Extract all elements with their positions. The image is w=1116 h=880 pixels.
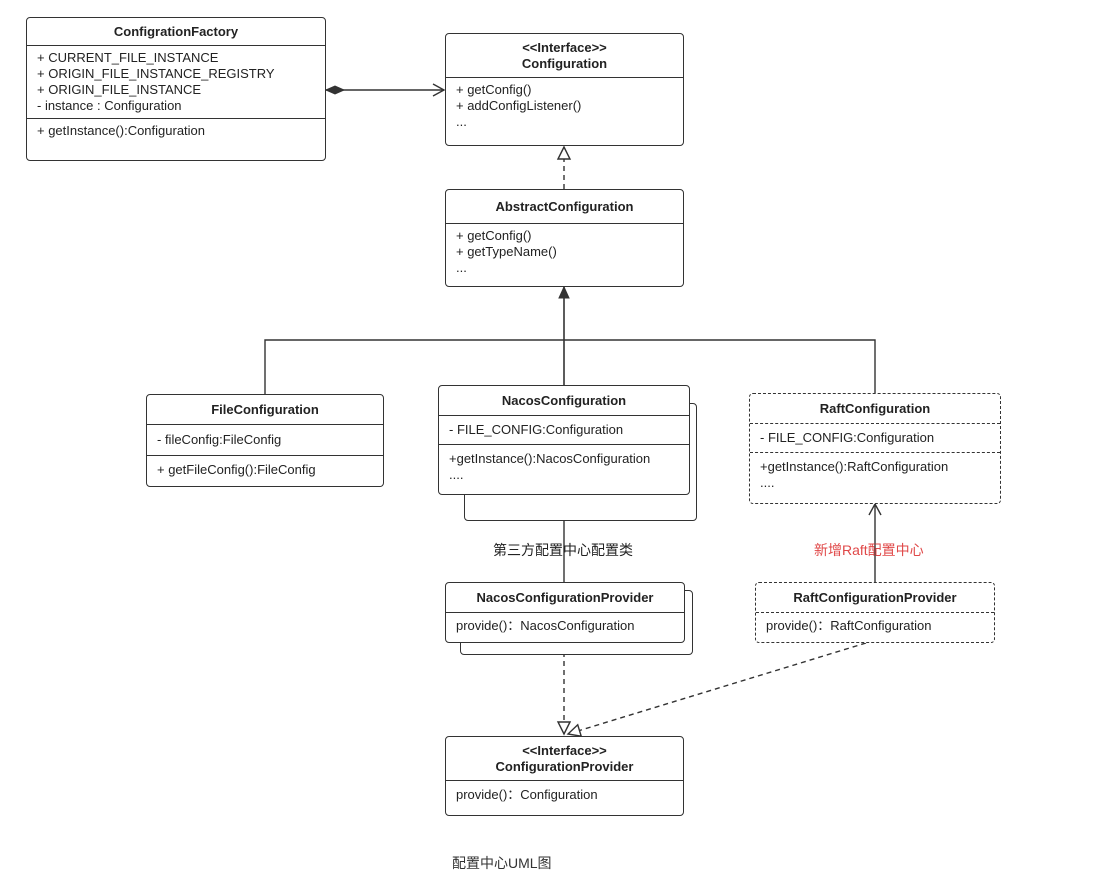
method: +getInstance():RaftConfiguration [760, 459, 949, 474]
class-raft-configuration[interactable]: RaftConfiguration - FILE_CONFIG:Configur… [749, 393, 1001, 504]
class-configuration[interactable]: <<Interface>> Configuration + getConfig(… [445, 33, 684, 146]
class-file-configuration[interactable]: FileConfiguration - fileConfig:FileConfi… [146, 394, 384, 487]
method: + getConfig() [456, 82, 532, 97]
methods-section: provide()：RaftConfiguration [756, 613, 994, 639]
method: + getFileConfig():FileConfig [157, 462, 316, 477]
field: - instance : Configuration [37, 98, 182, 113]
class-header: <<Interface>> ConfigurationProvider [446, 737, 683, 781]
methods-section: +getInstance():RaftConfiguration .... [750, 453, 1000, 497]
class-name: Configuration [521, 56, 608, 71]
class-configration-factory[interactable]: ConfigrationFactory + CURRENT_FILE_INSTA… [26, 17, 326, 161]
methods-section: provide()：NacosConfiguration [446, 613, 684, 639]
field: + CURRENT_FILE_INSTANCE [37, 50, 219, 65]
field: - FILE_CONFIG:Configuration [760, 430, 935, 445]
methods-section: + getInstance():Configuration [27, 119, 325, 143]
class-name: AbstractConfiguration [446, 190, 683, 224]
fields-section: + CURRENT_FILE_INSTANCE + ORIGIN_FILE_IN… [27, 46, 325, 119]
class-abstract-configuration[interactable]: AbstractConfiguration + getConfig() + ge… [445, 189, 684, 287]
class-name: RaftConfiguration [750, 394, 1000, 424]
class-name: FileConfiguration [147, 395, 383, 425]
method: +getInstance():NacosConfiguration [449, 451, 651, 466]
methods-section: provide()：Configuration [446, 781, 683, 809]
method: .... [760, 475, 775, 490]
method: + getConfig() [456, 228, 532, 243]
realization-edge-raft-provider [566, 642, 867, 738]
class-name: ConfigrationFactory [27, 18, 325, 46]
class-header: <<Interface>> Configuration [446, 34, 683, 78]
class-name: ConfigurationProvider [495, 759, 634, 774]
method: + addConfigListener() [456, 98, 582, 113]
method: ... [456, 260, 467, 275]
field: + ORIGIN_FILE_INSTANCE_REGISTRY [37, 66, 275, 81]
class-configuration-provider[interactable]: <<Interface>> ConfigurationProvider prov… [445, 736, 684, 816]
class-name: RaftConfigurationProvider [756, 583, 994, 613]
fields-section: - FILE_CONFIG:Configuration [439, 416, 689, 445]
class-raft-configuration-provider[interactable]: RaftConfigurationProvider provide()：Raft… [755, 582, 995, 643]
method: .... [449, 467, 464, 482]
class-nacos-configuration[interactable]: NacosConfiguration - FILE_CONFIG:Configu… [438, 385, 690, 495]
fields-section: - FILE_CONFIG:Configuration [750, 424, 1000, 453]
class-nacos-configuration-provider[interactable]: NacosConfigurationProvider provide()：Nac… [445, 582, 685, 643]
method: provide()：NacosConfiguration [456, 618, 635, 633]
stereotype: <<Interface>> [522, 40, 607, 55]
methods-section: +getInstance():NacosConfiguration .... [439, 445, 689, 489]
field: + ORIGIN_FILE_INSTANCE [37, 82, 202, 97]
method: provide()：Configuration [456, 787, 598, 802]
stereotype: <<Interface>> [522, 743, 607, 758]
class-name: NacosConfigurationProvider [446, 583, 684, 613]
new-raft-label: 新增Raft配置中心 [814, 542, 924, 558]
field: - fileConfig:FileConfig [157, 432, 282, 447]
methods-section: + getConfig() + addConfigListener() ... [446, 78, 683, 134]
method: + getInstance():Configuration [37, 123, 206, 138]
methods-section: + getConfig() + getTypeName() ... [446, 224, 683, 280]
methods-section: + getFileConfig():FileConfig [147, 456, 383, 484]
fields-section: - fileConfig:FileConfig [147, 425, 383, 456]
method: + getTypeName() [456, 244, 557, 259]
field: - FILE_CONFIG:Configuration [449, 422, 624, 437]
class-name: NacosConfiguration [439, 386, 689, 416]
method: provide()：RaftConfiguration [766, 618, 932, 633]
third-party-label: 第三方配置中心配置类 [493, 542, 633, 558]
figure-caption: 配置中心UML图 [452, 855, 552, 871]
method: ... [456, 114, 467, 129]
